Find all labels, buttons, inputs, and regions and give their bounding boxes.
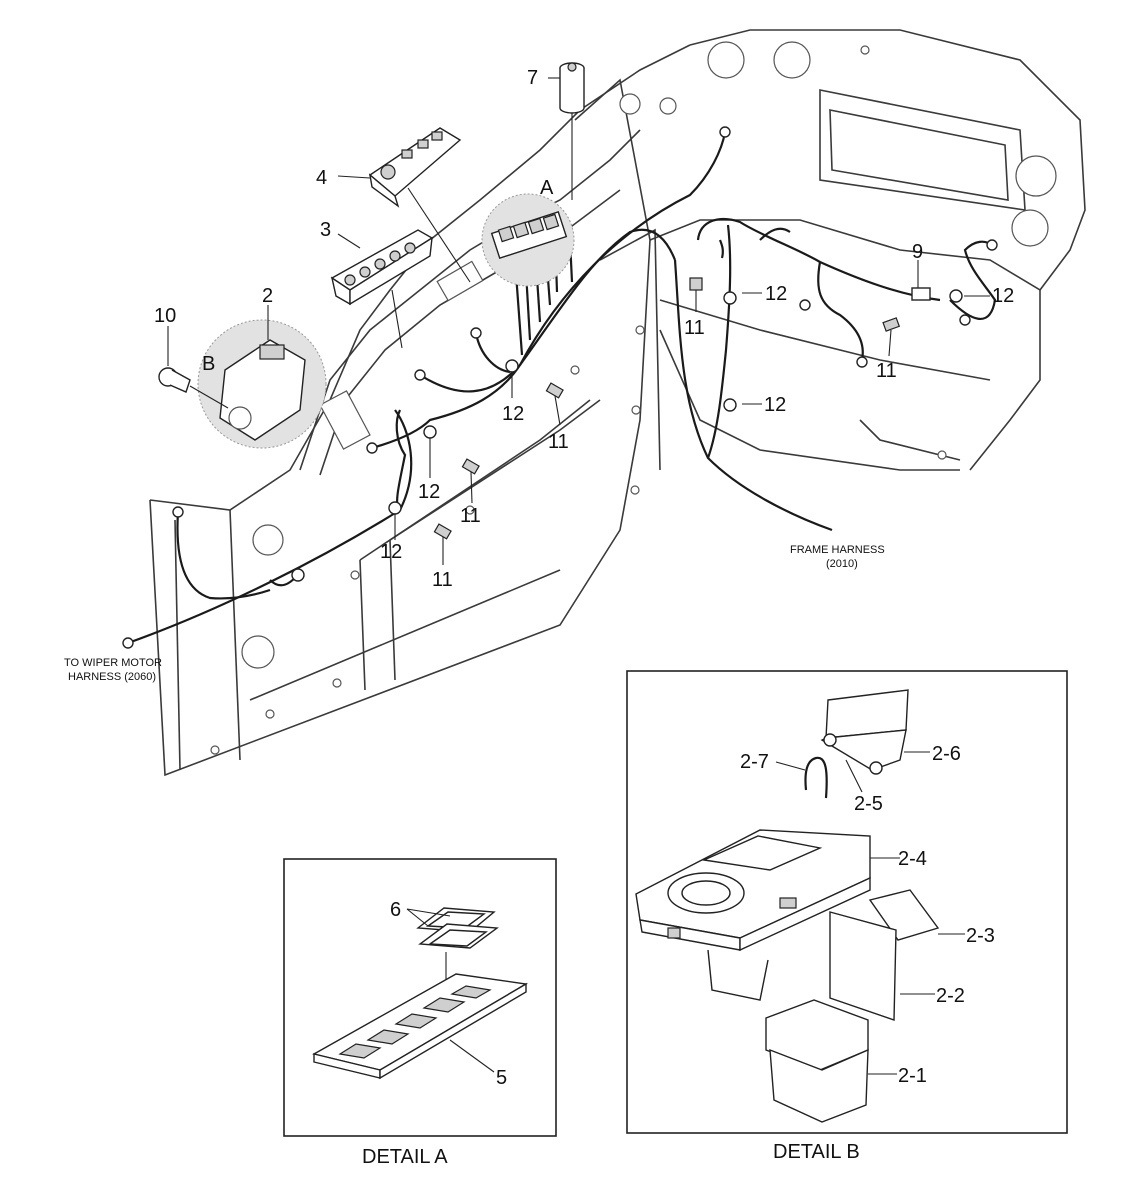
callout-9: 9 [912, 241, 923, 263]
callout-2-2: 2-2 [936, 985, 965, 1007]
clips-12 [291, 289, 963, 582]
callout-2-1: 2-1 [898, 1065, 927, 1087]
callout-5: 5 [496, 1067, 507, 1089]
callout-2-4: 2-4 [898, 848, 927, 870]
callout-12-c: 12 [764, 394, 786, 416]
cab-frame [149, 29, 1086, 777]
callout-12-d: 12 [502, 403, 524, 425]
callout-3: 3 [320, 219, 331, 241]
callout-11-d: 11 [460, 505, 481, 527]
callout-2: 2 [262, 285, 273, 307]
callout-11-a: 11 [684, 317, 705, 339]
detail-b-circle [197, 319, 327, 449]
part-4-switch-panel [368, 127, 471, 283]
callout-b: B [202, 353, 215, 375]
callout-2-7: 2-7 [740, 751, 769, 773]
callout-2-3: 2-3 [966, 925, 995, 947]
harness-notes: FRAME HARNESS (2010) TO WIPER MOTOR HARN… [64, 544, 885, 683]
callout-11-c: 11 [548, 431, 569, 453]
bolts-11 [122, 126, 998, 649]
callout-4: 4 [316, 167, 327, 189]
callout-6: 6 [390, 899, 401, 921]
detail-a-box: 6 5 [283, 858, 557, 1137]
callout-12-f: 12 [380, 541, 402, 563]
detail-b-box: 2-6 2-7 2-5 2-4 2-3 2-2 2-1 [626, 670, 1068, 1134]
detail-a-circle [481, 193, 575, 287]
wiper-harness-code: HARNESS (2060) [68, 671, 156, 683]
callout-12-e: 12 [418, 481, 440, 503]
main-leaders [167, 77, 990, 565]
part-3-switch-block [330, 229, 434, 349]
callout-12-a: 12 [765, 283, 787, 305]
detail-a-caption: DETAIL A [362, 1146, 448, 1168]
frame-harness-code: (2010) [826, 558, 858, 570]
callout-2-5: 2-5 [854, 793, 883, 815]
callout-12-b: 12 [992, 285, 1014, 307]
part-10-socket [158, 367, 229, 409]
callout-11-b: 11 [876, 360, 897, 382]
callout-a: A [540, 177, 554, 199]
callout-11-e: 11 [432, 569, 453, 591]
callout-2-6: 2-6 [932, 743, 961, 765]
detail-b-caption: DETAIL B [773, 1141, 860, 1163]
part-7-lighter [559, 62, 585, 200]
callout-7: 7 [527, 67, 538, 89]
part-9-bracket [911, 287, 931, 301]
frame-harness-label: FRAME HARNESS [790, 544, 885, 556]
callout-10: 10 [154, 305, 176, 327]
wiper-harness-label: TO WIPER MOTOR [64, 657, 162, 669]
main-callouts: 7 4 A 3 2 10 B 9 12 12 11 11 12 12 11 12… [154, 67, 1014, 591]
